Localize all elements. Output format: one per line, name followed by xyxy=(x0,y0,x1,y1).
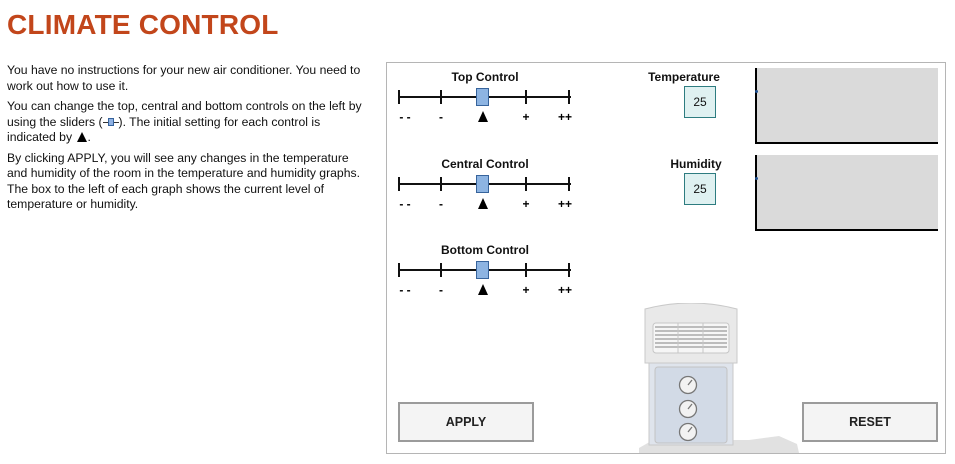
reset-button[interactable]: RESET xyxy=(802,402,938,442)
instructions-paragraph-1: You have no instructions for your new ai… xyxy=(7,63,361,93)
tick-label-minus: - xyxy=(439,197,443,211)
top-control-label: Top Control xyxy=(451,70,519,84)
instructions-paragraph-2: You can change the top, central and bott… xyxy=(7,99,362,144)
dial-icon xyxy=(678,399,698,419)
initial-setting-marker-icon xyxy=(478,284,488,295)
central-control-label: Central Control xyxy=(441,157,529,171)
tick-label-minus-minus: - - xyxy=(399,283,411,297)
air-conditioner-icon xyxy=(639,303,799,453)
temperature-value: 25 xyxy=(684,86,716,118)
page-title: CLIMATE CONTROL xyxy=(7,9,279,40)
apply-button[interactable]: APPLY xyxy=(398,402,534,442)
tick-label-plus-plus: ++ xyxy=(557,283,573,297)
tick-label-plus: + xyxy=(522,283,530,297)
tick-label-minus-minus: - - xyxy=(399,110,411,124)
bottom-control-slider-thumb[interactable] xyxy=(476,261,489,279)
dial-icon xyxy=(678,375,698,395)
tick-label-plus: + xyxy=(522,197,530,211)
humidity-label: Humidity xyxy=(670,157,722,171)
initial-setting-marker-icon xyxy=(478,198,488,209)
initial-setting-marker-icon xyxy=(478,111,488,122)
tick-label-minus-minus: - - xyxy=(399,197,411,211)
top-control-slider-thumb[interactable] xyxy=(476,88,489,106)
bottom-control-label: Bottom Control xyxy=(441,243,529,257)
simulation-panel: Top Control - - - + ++ Central Control -… xyxy=(386,62,946,454)
top-control: Top Control - - - + ++ xyxy=(397,70,573,140)
tick-label-minus: - xyxy=(439,110,443,124)
slider-icon xyxy=(102,118,119,127)
instructions: You have no instructions for your new ai… xyxy=(7,63,369,218)
up-triangle-icon xyxy=(77,132,88,142)
tick-label-plus-plus: ++ xyxy=(557,197,573,211)
tick-label-plus-plus: ++ xyxy=(557,110,573,124)
humidity-value: 25 xyxy=(684,173,716,205)
temperature-graph xyxy=(755,68,938,144)
tick-label-plus: + xyxy=(522,110,530,124)
tick-label-minus: - xyxy=(439,283,443,297)
central-control-slider-thumb[interactable] xyxy=(476,175,489,193)
central-control: Central Control - - - + ++ xyxy=(397,157,573,227)
humidity-graph xyxy=(755,155,938,231)
temperature-label: Temperature xyxy=(648,70,720,84)
instructions-paragraph-3: By clicking APPLY, you will see any chan… xyxy=(7,150,360,212)
dial-icon xyxy=(678,422,698,442)
bottom-control: Bottom Control - - - + ++ xyxy=(397,243,573,313)
